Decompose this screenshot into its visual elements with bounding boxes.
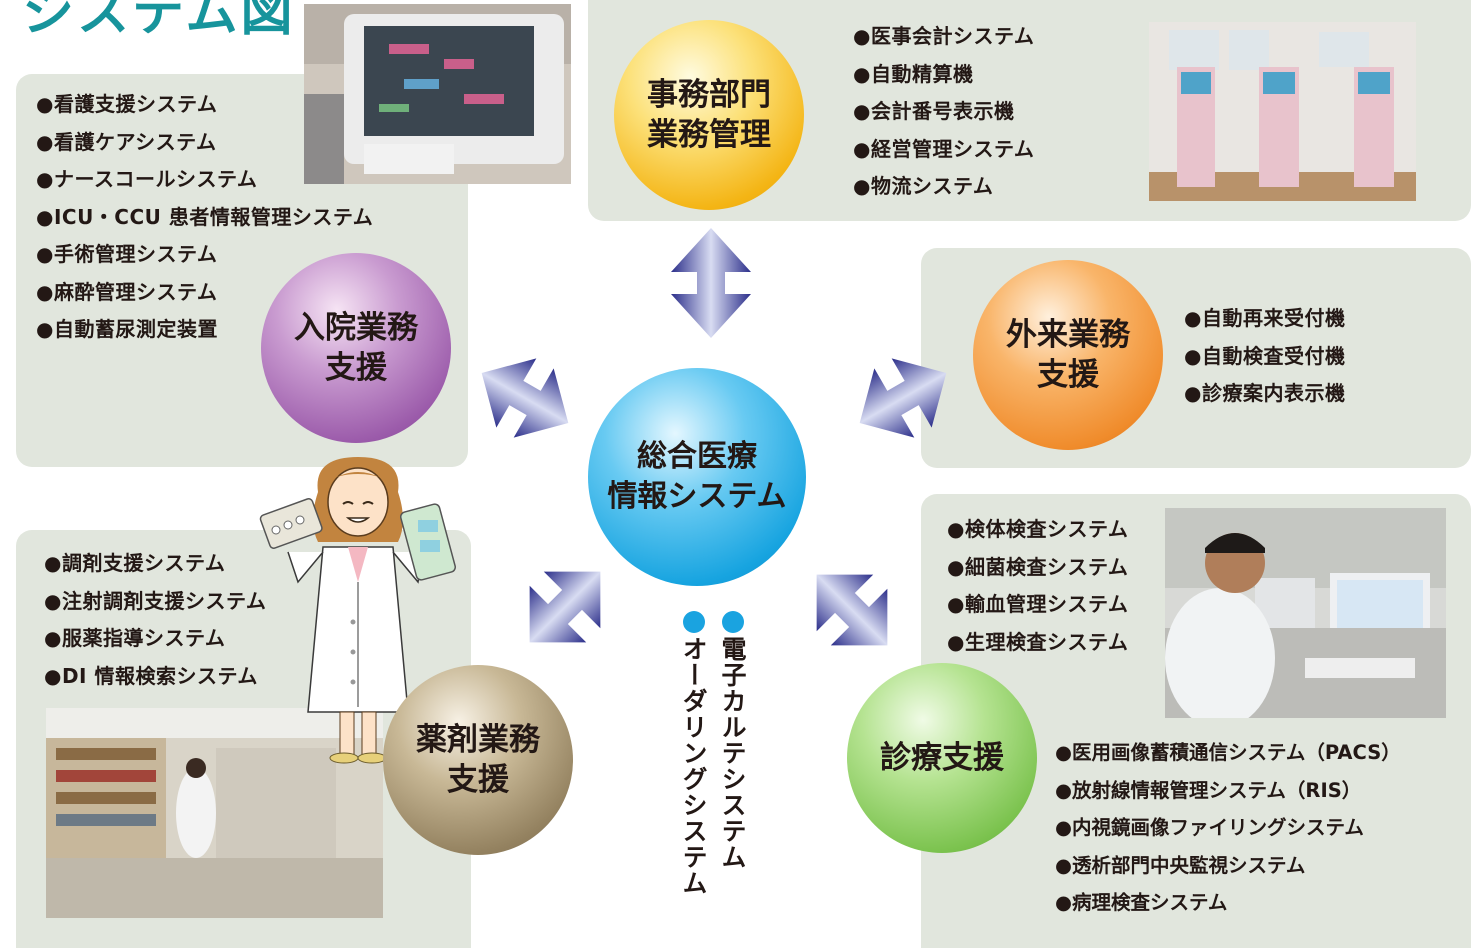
list-item: ●看護支援システム: [36, 92, 218, 116]
list-item: ●内視鏡画像ファイリングシステム: [1055, 816, 1364, 839]
list-item: ●経営管理システム: [853, 136, 1035, 161]
list-item: ●自動精算機: [853, 61, 974, 86]
nyuin-items: ●看護支援システム ●看護ケアシステム ●ナースコールシステム ●ICU・CCU…: [36, 86, 373, 349]
node-shinryo: 診療支援: [847, 663, 1037, 853]
pharmacy-photo: [46, 708, 383, 918]
list-item: ●注射調剤支援システム: [44, 588, 267, 613]
node-center: 総合医療 情報システム: [588, 368, 806, 586]
list-item: ●会計番号表示機: [853, 99, 1015, 123]
list-item: ●手術管理システム: [36, 242, 218, 266]
list-item: ●調剤支援システム: [44, 551, 226, 575]
diagram-title: システム図: [22, 0, 296, 43]
vertical-label-ordering: オーダリングシステム: [679, 636, 708, 896]
kiosk-photo: [1149, 22, 1416, 201]
pharmacist-illustration: [258, 452, 468, 767]
shinryo-items-top: ●検体検査システム ●細菌検査システム ●輸血管理システム ●生理検査システム: [947, 511, 1128, 661]
list-item: ●看護ケアシステム: [36, 129, 217, 154]
jimu-items: ●医事会計システム ●自動精算機 ●会計番号表示機 ●経営管理システム ●物流シ…: [853, 18, 1034, 206]
bullet-dot-ordering: [683, 611, 705, 633]
list-item: ●自動検査受付機: [1184, 343, 1346, 368]
vertical-label-ehr: 電子カルテシステム: [718, 636, 747, 870]
list-item: ●透析部門中央監視システム: [1055, 853, 1306, 877]
list-item: ●放射線情報管理システム（RIS）: [1055, 778, 1362, 802]
list-item: ●医用画像蓄積通信システム（PACS）: [1055, 741, 1401, 764]
list-item: ●服薬指導システム: [44, 626, 226, 650]
list-item: ●物流システム: [853, 174, 994, 198]
arrow-center-gairai: [839, 338, 967, 458]
list-item: ●自動蓄尿測定装置: [36, 317, 218, 341]
node-yakuzai: 薬剤業務 支援: [383, 665, 573, 855]
node-jimu: 事務部門 業務管理: [614, 20, 804, 210]
node-gairai: 外来業務 支援: [973, 260, 1163, 450]
bullet-dot-ehr: [722, 611, 744, 633]
arrow-center-jimu: [671, 228, 751, 338]
arrow-center-yakuzai: [501, 543, 629, 671]
nurse-monitor-photo: [304, 4, 571, 184]
list-item: ●DI 情報検索システム: [44, 663, 258, 688]
node-nyuin: 入院業務 支援: [261, 253, 451, 443]
list-item: ●診療案内表示機: [1184, 381, 1346, 405]
gairai-items: ●自動再来受付機 ●自動検査受付機 ●診療案内表示機: [1184, 300, 1345, 413]
list-item: ●検体検査システム: [947, 517, 1129, 541]
yakuzai-items: ●調剤支援システム ●注射調剤支援システム ●服薬指導システム ●DI 情報検索…: [44, 545, 266, 695]
list-item: ●麻酔管理システム: [36, 279, 218, 304]
list-item: ●ナースコールシステム: [36, 167, 258, 191]
list-item: ●ICU・CCU 患者情報管理システム: [36, 204, 374, 229]
list-item: ●輸血管理システム: [947, 592, 1129, 616]
shinryo-items-bottom: ●医用画像蓄積通信システム（PACS） ●放射線情報管理システム（RIS） ●内…: [1055, 734, 1401, 922]
arrow-center-nyuin: [461, 338, 589, 458]
arrow-center-shinryo: [788, 546, 916, 674]
lab-technician-photo: [1165, 508, 1446, 718]
list-item: ●生理検査システム: [947, 629, 1129, 654]
list-item: ●細菌検査システム: [947, 554, 1129, 579]
list-item: ●自動再来受付機: [1184, 306, 1346, 330]
list-item: ●病理検査システム: [1055, 891, 1228, 914]
list-item: ●医事会計システム: [853, 24, 1035, 48]
